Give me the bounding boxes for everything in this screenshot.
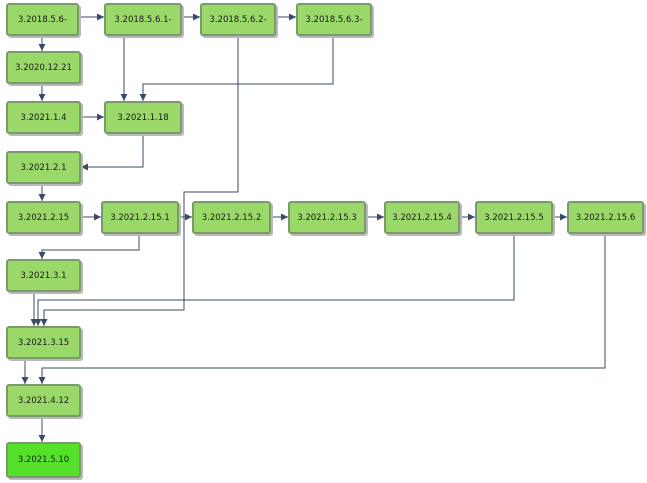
arrowhead-n13-n14: [468, 213, 475, 221]
version-node[interactable]: 3.2021.2.15.4: [384, 201, 460, 234]
version-node[interactable]: 3.2021.3.1: [6, 259, 81, 292]
version-node[interactable]: 3.2021.2.15.1: [101, 201, 179, 234]
arrowhead-n5-n6: [38, 94, 46, 101]
version-node[interactable]: 3.2021.1.18: [104, 101, 182, 134]
version-node[interactable]: 3.2021.2.15.6: [567, 201, 644, 234]
current-version-node[interactable]: 3.2021.5.10: [6, 442, 81, 478]
arrowhead-n2-n3: [193, 13, 200, 21]
arrowhead-n15-n18: [38, 377, 46, 384]
arrowhead-n12-n13: [377, 213, 384, 221]
arrowhead-n4-n7: [139, 94, 147, 101]
version-node[interactable]: 3.2021.2.15.3: [288, 201, 366, 234]
arrowhead-n1-n5: [38, 44, 46, 51]
version-node[interactable]: 3.2021.2.15: [6, 201, 81, 234]
edge-n15-n18: [41, 234, 606, 384]
arrowhead-n9-n10: [94, 213, 101, 221]
edge-n7-n8: [81, 134, 144, 168]
version-node[interactable]: 3.2021.4.12: [6, 384, 81, 417]
version-node[interactable]: 3.2018.5.6-: [6, 3, 79, 36]
version-node[interactable]: 3.2021.2.1: [6, 151, 81, 184]
arrowhead-n18-n19: [38, 435, 46, 442]
version-node[interactable]: 3.2021.3.15: [6, 326, 81, 359]
version-node[interactable]: 3.2018.5.6.1-: [104, 3, 182, 36]
arrowhead-n1-n2: [97, 13, 104, 21]
arrowhead-n3-n4: [289, 13, 296, 21]
arrowhead-n8-n9: [38, 194, 46, 201]
version-node[interactable]: 3.2021.2.15.5: [475, 201, 553, 234]
arrowhead-n2-n7: [120, 94, 128, 101]
arrowhead-n10-n16: [38, 252, 46, 259]
edge-n10-n16: [41, 234, 140, 259]
version-node[interactable]: 3.2018.5.6.3-: [296, 3, 372, 36]
arrowhead-n11-n12: [281, 213, 288, 221]
arrowhead-n10-n11: [185, 213, 192, 221]
version-node[interactable]: 3.2020.12.21: [6, 51, 81, 84]
arrowhead-n6-n7: [97, 113, 104, 121]
version-node[interactable]: 3.2018.5.6.2-: [200, 3, 276, 36]
version-node[interactable]: 3.2021.2.15.2: [192, 201, 271, 234]
arrowhead-n7-n8: [81, 163, 88, 171]
edge-n14-n17: [37, 234, 515, 326]
arrowhead-n14-n17: [34, 319, 42, 326]
edge-n3-n17: [43, 36, 239, 326]
arrowhead-n17-n18: [21, 377, 29, 384]
version-node[interactable]: 3.2021.1.4: [6, 101, 81, 134]
arrowhead-n3-n17: [40, 319, 48, 326]
arrowhead-n14-n15: [560, 213, 567, 221]
